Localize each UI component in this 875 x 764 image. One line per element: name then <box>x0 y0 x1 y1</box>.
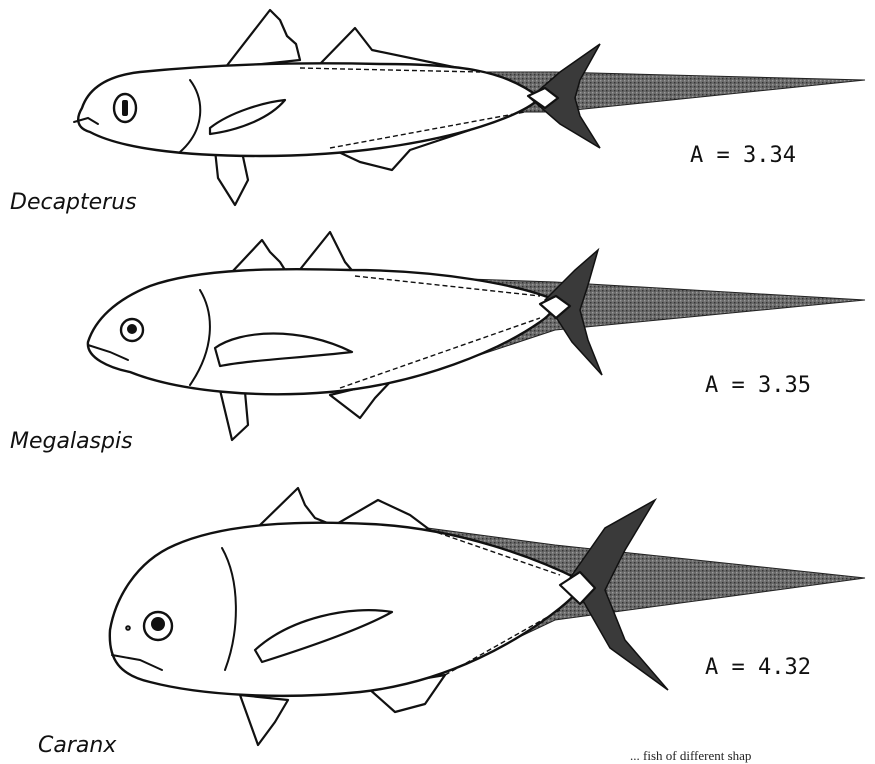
genus-label: Caranx <box>38 733 117 758</box>
pupil <box>122 100 128 116</box>
fish-caranx: Caranx A = 4.32 <box>38 488 865 758</box>
fish-decapterus: Decapterus A = 3.34 <box>10 10 865 215</box>
second-dorsal-fin <box>298 232 355 274</box>
pupil <box>127 324 137 334</box>
first-dorsal-fin <box>258 488 330 527</box>
fish-body <box>78 63 540 156</box>
caption-fragment: ... fish of different shap <box>630 748 751 763</box>
first-dorsal-fin <box>225 10 300 68</box>
aspect-ratio-label: A = 3.35 <box>705 373 811 398</box>
fish-body <box>88 269 555 394</box>
pupil <box>151 617 165 631</box>
pelvic-fin <box>240 695 288 745</box>
fish-megalaspis: Megalaspis A = 3.35 <box>10 232 865 454</box>
first-dorsal-fin <box>232 240 285 272</box>
aspect-ratio-label: A = 4.32 <box>705 655 811 680</box>
pelvic-fin <box>215 150 248 205</box>
aspect-ratio-label: A = 3.34 <box>690 143 796 168</box>
genus-label: Megalaspis <box>10 429 133 454</box>
pelvic-fin <box>220 390 248 440</box>
genus-label: Decapterus <box>10 190 137 215</box>
